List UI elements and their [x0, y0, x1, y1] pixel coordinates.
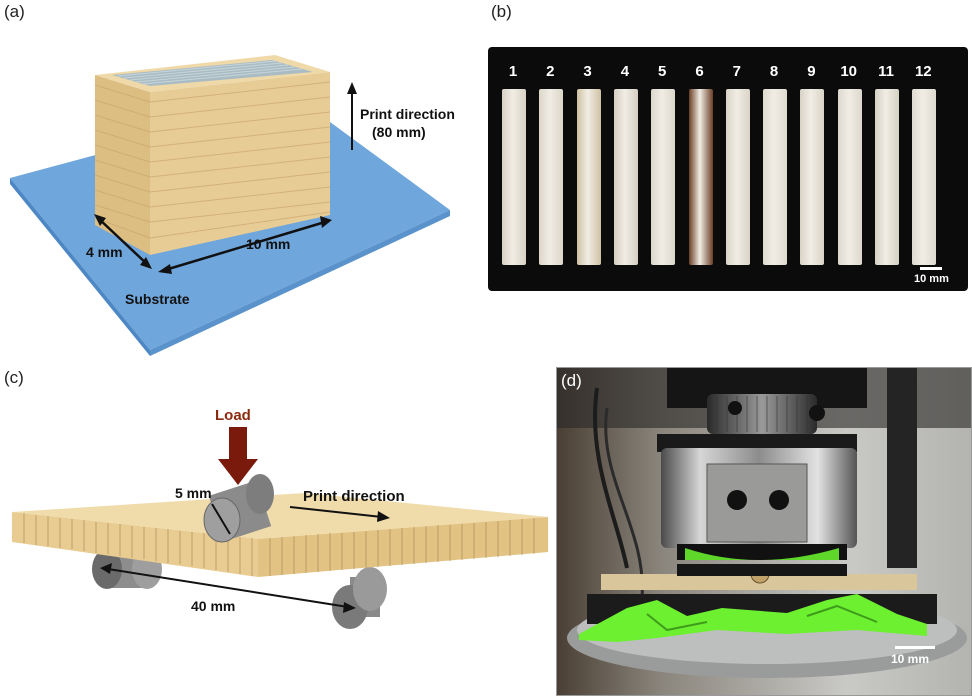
substrate-edge-front [150, 210, 450, 356]
print-direction-arrow-c [289, 506, 383, 518]
span-label: 40 mm [191, 598, 236, 614]
test-rig-photo: (d) 10 mm [556, 367, 972, 696]
panel-b-label: (b) [491, 2, 512, 21]
specimen-number: 6 [695, 63, 704, 80]
specimen-number: 8 [769, 63, 779, 80]
scale-bar-d [895, 646, 935, 649]
panel-a-label: (a) [4, 2, 25, 21]
specimen-number: 4 [620, 63, 630, 80]
specimen-number: 3 [583, 63, 592, 80]
specimen-number: 1 [508, 63, 518, 80]
print-direction-line2: (80 mm) [372, 124, 426, 140]
scale-bar-label: 10 mm [914, 273, 949, 285]
specimen-bar [576, 89, 601, 265]
specimen-number: 2 [546, 63, 555, 80]
depth-dimension-label: 4 mm [86, 244, 123, 260]
panel-c-diagram [12, 427, 548, 629]
specimen-bar [763, 89, 788, 265]
substrate-edge [10, 178, 150, 356]
specimen-bar [651, 89, 676, 265]
right-support-roller [332, 567, 387, 629]
block-left-face [95, 75, 150, 255]
beam-top [12, 493, 548, 539]
specimen-number: 11 [878, 63, 894, 80]
panel-c-label: (c) [4, 368, 24, 387]
substrate-label: Substrate [125, 291, 190, 307]
specimen-bar [725, 89, 750, 265]
roller-diameter-label: 5 mm [175, 485, 212, 501]
knurled-nut [707, 394, 817, 434]
specimen-bar [688, 89, 713, 265]
specimen-bar [875, 89, 899, 265]
print-direction-line1: Print direction [360, 106, 455, 122]
specimen-bar [837, 89, 862, 265]
beam-layer-lines [23, 513, 535, 576]
specimen-number: 5 [658, 63, 667, 80]
specimen-bar [539, 89, 564, 265]
specimen-number: 10 [840, 63, 858, 80]
scale-bar [920, 267, 942, 270]
depth-dimension-line [97, 217, 149, 266]
specimen-bar [912, 89, 937, 265]
specimen-number: 12 [914, 63, 932, 80]
width-dimension-label: 10 mm [246, 236, 291, 252]
load-label: Load [215, 407, 251, 424]
beam-side [258, 517, 548, 577]
specimen-bar [800, 89, 825, 265]
scale-bar-label-d: 10 mm [891, 652, 930, 666]
specimen-bar [613, 89, 638, 265]
specimen-bar [502, 89, 526, 265]
load-arrow [218, 427, 258, 485]
width-dimension-line [164, 220, 326, 272]
block-layer-lines [94, 81, 331, 239]
print-direction-label-c: Print direction [303, 488, 405, 505]
specimen-number: 7 [732, 63, 741, 80]
test-rig-illustration [557, 368, 971, 695]
roller-diameter-line [211, 503, 231, 535]
print-direction-label: Print direction (80 mm) [360, 105, 455, 141]
panel-d-label: (d) [561, 371, 582, 390]
specimen-number: 9 [807, 63, 816, 80]
panel-a-diagram [10, 55, 450, 356]
beam-front [12, 512, 258, 577]
block-front-face [150, 72, 330, 255]
span-dimension-line [107, 568, 349, 608]
